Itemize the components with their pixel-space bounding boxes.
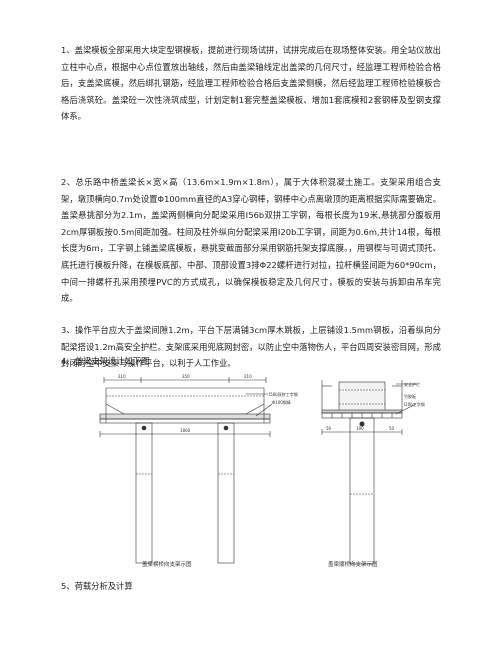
paragraph-1: 1、盖梁模板全部采用大块定型钢模板，提前进行现场试拼，试拼完成后在现场整体安装。… [61,45,441,122]
dim-side-right: 50 [389,426,395,431]
paragraph-2: 2、总乐路中桥盖梁长×宽×高（13.6m×1.9m×1.8m），属于大体积混凝土… [61,177,441,304]
support-drawing: 210 350 210 1860 I56b双拼工字钢 Φ100钢棒 [99,374,425,565]
dim-total-length: 1860 [180,428,191,433]
support-design-figure: 210 350 210 1860 I56b双拼工字钢 Φ100钢棒 [96,374,446,570]
left-figure-caption: 盖梁横桥向支架示图 [142,562,192,568]
label-bamboo-board: 竹胶板 [404,393,416,399]
dim-left-cantilever: 210 [118,374,126,379]
label-double-ibeam: I56b双拼工字钢 [269,391,298,397]
label-i20b-beam: I20b工字钢 [404,401,425,407]
section-5-heading: 5、荷载分析及计算 [61,581,133,591]
label-guard-rail: 安全护栏 [404,381,420,387]
paragraph-3: 3、操作平台应大于盖梁间隙1.2m，平台下层满铺3cm厚木跳板，上层铺设1.5m… [61,325,441,369]
dim-right-cantilever: 210 [244,374,252,379]
label-steel-pin: Φ100钢棒 [272,399,291,405]
longitudinal-dims: 50 190 50 安全护栏 竹胶板 I20b工字钢 [326,381,425,431]
longitudinal-view [321,380,417,565]
transverse-view [99,377,273,564]
right-figure-caption: 盖梁顺桥向支架示图 [328,562,378,568]
dim-middle: 350 [182,374,190,379]
dim-side-left: 50 [326,426,332,431]
dim-beam-width: 190 [356,426,364,431]
transverse-dims: 210 350 210 1860 I56b双拼工字钢 Φ100钢棒 [118,374,298,433]
section-4-heading: 4、盖梁支架设计如下图 [61,356,150,366]
